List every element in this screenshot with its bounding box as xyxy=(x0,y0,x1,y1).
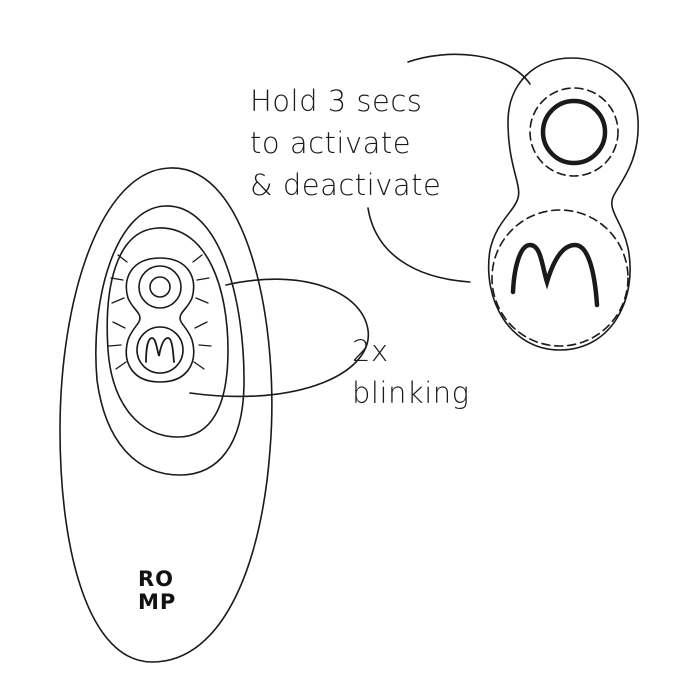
button-panel xyxy=(106,227,229,438)
blink-line-1: 2x xyxy=(352,334,389,368)
hold-line-2: to activate xyxy=(250,126,412,160)
mode-m-button-icon xyxy=(510,242,600,308)
light-rays-icon xyxy=(108,254,212,370)
hold-line-3: & deactivate xyxy=(250,168,442,202)
power-button-dashed-ring xyxy=(529,87,619,177)
blink-line-2: blinking xyxy=(352,376,470,410)
enlarged-button-shape xyxy=(487,57,639,351)
remote-outer-body xyxy=(59,167,273,663)
mode-button-dashed-ring xyxy=(491,209,629,347)
small-power-ring-outer xyxy=(138,265,182,309)
small-power-ring-inner xyxy=(149,276,171,298)
hold-leader-line-top xyxy=(407,53,531,85)
brand-line-2: MP xyxy=(138,590,177,614)
hold-leader-line-bottom xyxy=(367,207,471,283)
blinking-instruction-text: 2x blinking xyxy=(352,330,470,414)
blinking-leader-line xyxy=(189,278,369,398)
hold-line-1: Hold 3 secs xyxy=(250,84,423,118)
small-mode-ring xyxy=(136,326,184,374)
small-mode-m-icon xyxy=(145,337,175,363)
hold-instruction-text: Hold 3 secs to activate & deactivate xyxy=(250,80,441,206)
power-button-icon xyxy=(540,98,608,166)
remote-inner-ridge xyxy=(95,205,245,476)
brand-line-1: RO xyxy=(138,567,175,591)
small-button-cluster xyxy=(125,257,195,383)
brand-logo: RO MP xyxy=(138,568,176,614)
